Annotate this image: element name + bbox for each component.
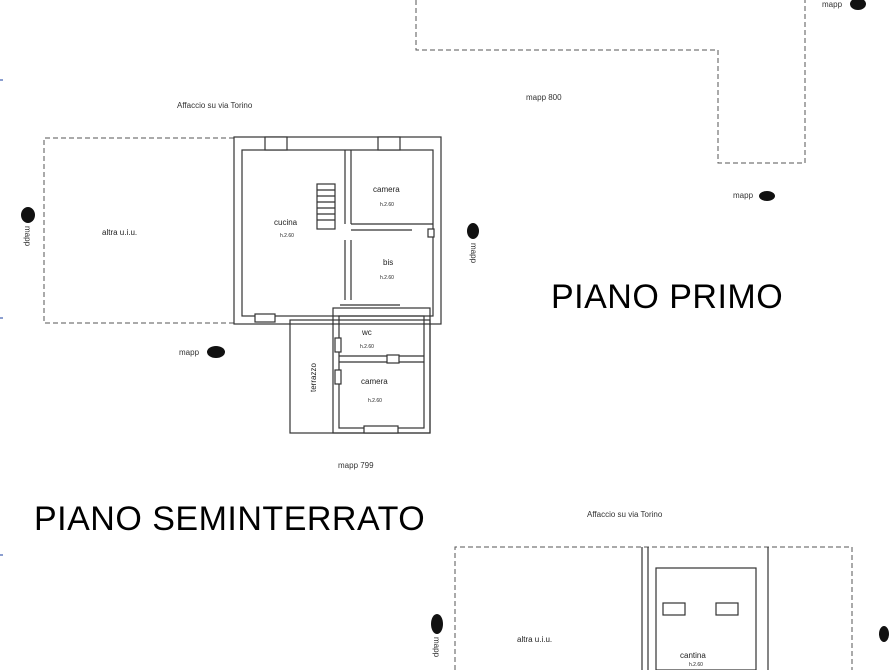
mapp-label-bottom: mapp bbox=[179, 348, 200, 357]
building-walls-lower-wing bbox=[289, 304, 431, 434]
title-piano-primo: PIANO PRIMO bbox=[551, 278, 784, 316]
room-bagno-height: h.2.60 bbox=[380, 275, 394, 281]
room-camera-1-height: h.2.60 bbox=[380, 202, 394, 208]
street-label-basement: Affaccio su via Torino bbox=[587, 510, 663, 519]
building-walls-basement bbox=[641, 547, 769, 670]
room-camera-2: camera bbox=[361, 377, 388, 386]
mapp-label-left-vertical: mapp bbox=[23, 226, 32, 247]
room-terrazzo: terrazzo bbox=[309, 363, 318, 392]
room-cucina-height: h.2.60 bbox=[280, 233, 294, 239]
neighbor-outline-basement bbox=[454, 546, 853, 670]
room-camera-2-height: h.2.60 bbox=[368, 398, 382, 404]
room-camera-1: camera bbox=[373, 185, 400, 194]
room-wc-height: h.2.60 bbox=[360, 344, 374, 350]
mapp-label-basement-vertical: mapp bbox=[432, 637, 441, 658]
room-cantina: cantina bbox=[680, 651, 706, 660]
building-walls-first-floor bbox=[233, 136, 442, 325]
room-bagno: bis bbox=[383, 258, 394, 267]
mapp-label-topright: mapp bbox=[822, 0, 843, 9]
mapp-800-label: mapp 800 bbox=[526, 93, 562, 102]
altra-uiu-basement-label: altra u.i.u. bbox=[517, 635, 553, 644]
room-cantina-height: h.2.60 bbox=[689, 662, 703, 668]
scribble-marks bbox=[21, 0, 889, 642]
mapp-label-right: mapp bbox=[733, 191, 754, 200]
altra-uiu-label: altra u.i.u. bbox=[102, 228, 138, 237]
title-piano-seminterrato: PIANO SEMINTERRATO bbox=[34, 500, 426, 538]
neighbor-outline-top bbox=[415, 0, 806, 164]
room-cucina: cucina bbox=[274, 218, 298, 227]
room-wc: wc bbox=[362, 328, 372, 337]
mapp-label-right-vertical: mapp bbox=[469, 243, 478, 264]
street-label-first-floor: Affaccio su via Torino bbox=[177, 101, 253, 110]
neighbor-outline-left bbox=[43, 137, 234, 324]
mapp-799-label: mapp 799 bbox=[338, 461, 374, 470]
